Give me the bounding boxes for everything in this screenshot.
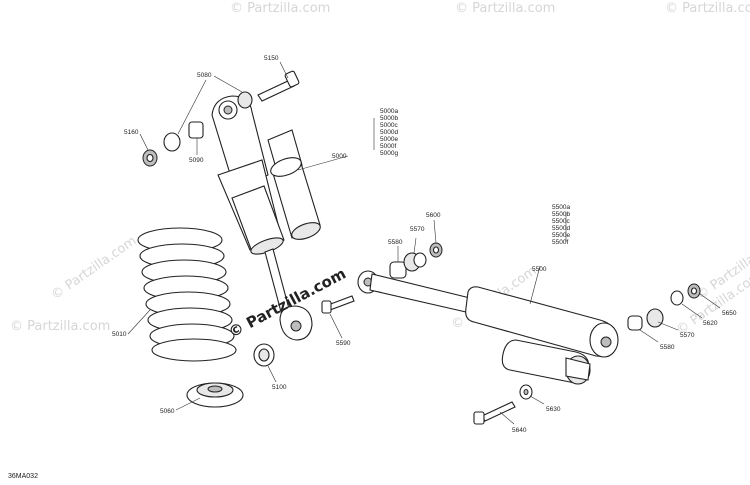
washer-5630: [519, 384, 533, 400]
callout-5500: 5500: [532, 266, 547, 273]
callout-5100: 5100: [272, 384, 287, 391]
bolt-5150: [257, 70, 300, 102]
callout-5010: 5010: [112, 331, 127, 338]
variant-5000-0: 5000a: [380, 108, 398, 115]
shock-absorber-5000: [211, 95, 321, 341]
callout-5060: 5060: [160, 408, 175, 415]
diagram-code: 36MA032: [8, 473, 38, 480]
callout-5580: 5580: [660, 344, 675, 351]
coil-spring-5010: [137, 227, 237, 362]
bushing-5100: [253, 343, 275, 367]
variant-5500-0: 5500a: [552, 204, 570, 211]
variant-5000-5: 5000f: [380, 143, 396, 150]
bushing-5080: [163, 91, 253, 152]
callout-5090: 5090: [189, 157, 204, 164]
callout-5000: 5000: [332, 153, 347, 160]
variant-5500-1: 5500b: [552, 211, 570, 218]
variant-5500-4: 5500e: [552, 232, 570, 239]
watermark-faint: © Partzilla.com: [49, 233, 140, 303]
shock-absorber-5500: [357, 270, 619, 385]
callout-5630: 5630: [546, 406, 561, 413]
nut-5160: [142, 149, 158, 167]
bolt-5640: [473, 401, 516, 425]
variant-5000-4: 5000e: [380, 136, 398, 143]
variant-5000-3: 5000d: [380, 129, 398, 136]
variant-5000-2: 5000c: [380, 122, 398, 129]
watermark-faint: © Partzilla.com: [665, 1, 750, 16]
callout-5580: 5580: [388, 239, 403, 246]
callout-5590: 5590: [336, 340, 351, 347]
variant-5500-2: 5500c: [552, 218, 570, 225]
variant-5000-6: 5000g: [380, 150, 398, 157]
callout-labels: 5150 5080 5160 5090 5000 5010 5060 5100 …: [112, 55, 737, 434]
spring-seat-5060: [186, 382, 244, 408]
leader-lines: [127, 61, 721, 425]
watermark-faint: © Partzilla.com: [455, 1, 555, 16]
variant-5500-5: 5500f: [552, 239, 568, 246]
callout-5640: 5640: [512, 427, 527, 434]
watermark-faint: © Partzilla.com: [10, 319, 110, 334]
callout-5570: 5570: [680, 332, 695, 339]
callout-5160: 5160: [124, 129, 139, 136]
callout-5600: 5600: [426, 212, 441, 219]
callout-5650: 5650: [722, 310, 737, 317]
bushing-set-5580-5570-5620-5650: [627, 283, 701, 331]
variant-5000-1: 5000b: [380, 115, 398, 122]
variant-5500-3: 5500d: [552, 225, 570, 232]
watermark-faint: © Partzilla.com: [230, 1, 330, 16]
callout-5150: 5150: [264, 55, 279, 62]
callout-5080: 5080: [197, 72, 212, 79]
callout-5570: 5570: [410, 226, 425, 233]
callout-5620: 5620: [703, 320, 718, 327]
bolt-5590: [321, 295, 355, 314]
